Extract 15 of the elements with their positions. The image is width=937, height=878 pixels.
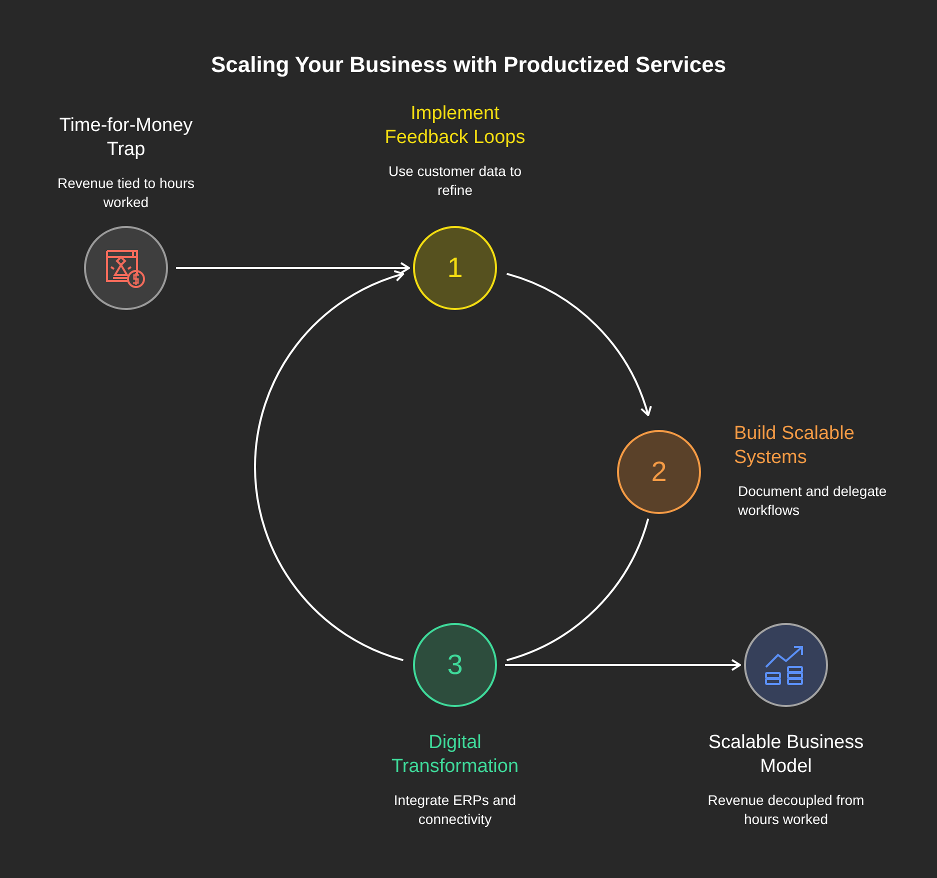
arrow (505, 659, 741, 671)
step-description: Document and delegate workflows (737, 482, 888, 520)
arrow (176, 262, 410, 274)
step-heading: Scalable Business Model (707, 731, 865, 779)
step-heading: Digital Transformation (390, 731, 520, 779)
arrow (254, 270, 404, 662)
step-description: Revenue decoupled from hours worked (706, 791, 866, 829)
step-heading: Time-for-Money Trap (58, 114, 194, 162)
step-description: Revenue tied to hours worked (56, 174, 196, 212)
arrow (506, 272, 652, 416)
step-heading: Build Scalable Systems (733, 422, 856, 470)
step-description: Integrate ERPs and connectivity (392, 791, 518, 829)
step-heading: Implement Feedback Loops (384, 102, 526, 150)
step-description: Use customer data to refine (387, 162, 523, 200)
diagram-title: Scaling Your Business with Productized Services (210, 51, 728, 79)
